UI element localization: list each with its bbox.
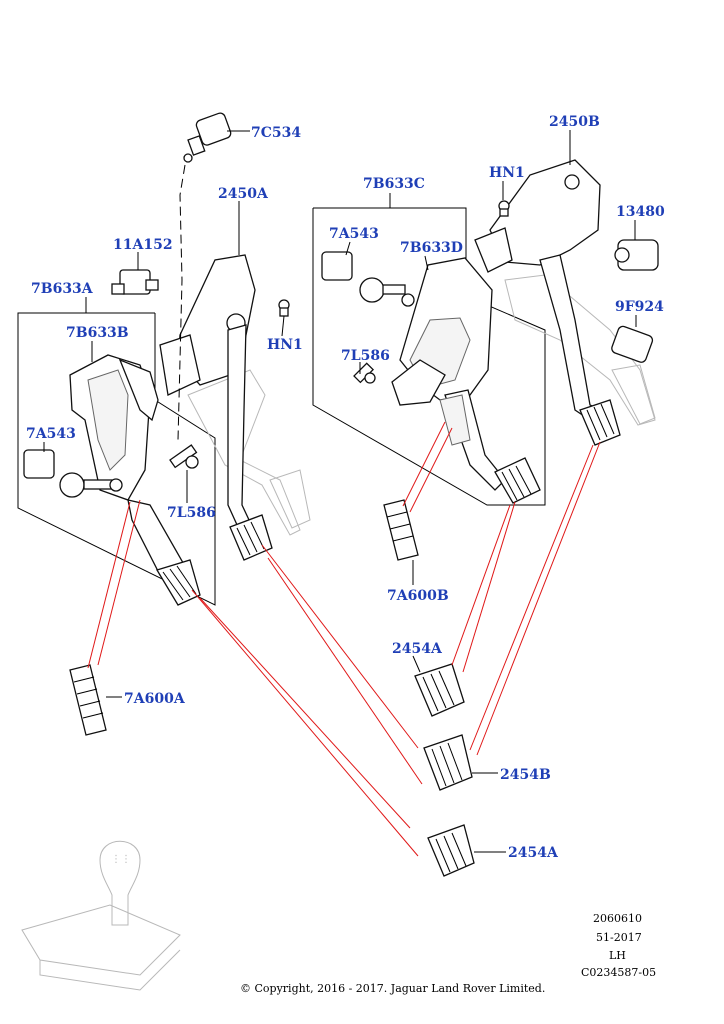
switch-9F924[interactable] (610, 325, 654, 364)
pad-on-middle-pedal[interactable] (494, 457, 541, 504)
callout-7L586-mid[interactable]: 7L586 (341, 348, 390, 364)
meta-line-1: 2060610 (593, 912, 642, 925)
switch-11A152[interactable] (111, 269, 159, 295)
drawing-meta: 2060610 51-2017 LH C0234587-05 (581, 912, 656, 979)
switch-7A543-left[interactable] (23, 449, 123, 498)
pad-2454A-bottom[interactable] (427, 824, 475, 877)
callout-2454A-bottom[interactable]: 2454A (508, 845, 559, 861)
pad-2454B[interactable] (423, 734, 473, 791)
callout-HN1-left[interactable]: HN1 (267, 337, 303, 353)
copyright-notice: © Copyright, 2016 - 2017. Jaguar Land Ro… (240, 982, 545, 995)
pad-2454A-top[interactable] (414, 663, 465, 717)
pedal-arm-2450B[interactable] (539, 254, 602, 421)
callout-2454A-top[interactable]: 2454A (392, 641, 443, 657)
callout-13480[interactable]: 13480 (616, 204, 665, 220)
pad-on-center-pedal[interactable] (229, 514, 273, 561)
sensor-route-7C534 (177, 164, 186, 441)
switch-7A543-mid[interactable] (321, 251, 415, 307)
callout-7A600B[interactable]: 7A600B (387, 588, 449, 604)
frame-7B633C (312, 207, 546, 506)
callout-2450B[interactable]: 2450B (549, 114, 600, 130)
bracket-7B633B[interactable] (69, 354, 159, 501)
ghost-pedal-right (504, 274, 656, 426)
callout-11A152[interactable]: 11A152 (113, 237, 173, 253)
callout-9F924[interactable]: 9F924 (615, 299, 664, 315)
pedal-arm-7B633C[interactable] (439, 389, 506, 491)
callout-7B633B[interactable]: 7B633B (66, 325, 129, 341)
sensor-7C534[interactable] (183, 112, 232, 163)
gear-knob-reference: ⋮⋮ (21, 840, 181, 991)
callout-7B633D[interactable]: 7B633D (400, 240, 463, 256)
meta-line-2: 51-2017 (596, 931, 642, 944)
leader-lines (43, 130, 637, 853)
callout-7A600A[interactable]: 7A600A (124, 691, 186, 707)
callout-2454B[interactable]: 2454B (500, 767, 551, 783)
pad-on-right-pedal[interactable] (579, 399, 621, 446)
ghost-pedal-left (187, 369, 311, 536)
red-reference-lines (87, 421, 601, 857)
sensor-13480[interactable] (614, 239, 659, 271)
callout-2450A[interactable]: 2450A (218, 186, 269, 202)
callout-7A543-mid[interactable]: 7A543 (329, 226, 379, 242)
bracket-2450B[interactable] (474, 159, 601, 273)
bracket-7B633D[interactable] (391, 257, 493, 406)
callout-7B633A[interactable]: 7B633A (31, 281, 94, 297)
pad-on-left-pedal[interactable] (156, 559, 201, 606)
pedal-arm-2450A[interactable] (227, 324, 251, 528)
callout-7B633C[interactable]: 7B633C (363, 176, 425, 192)
callout-7C534[interactable]: 7C534 (251, 125, 301, 141)
pin-7L586-left[interactable] (169, 444, 199, 469)
meta-line-3: LH (609, 949, 626, 962)
nut-HN1-right[interactable] (498, 200, 510, 217)
callout-7L586-left[interactable]: 7L586 (167, 505, 216, 521)
callout-7A543-left[interactable]: 7A543 (26, 426, 76, 442)
spring-7A600A[interactable] (69, 664, 107, 736)
nut-HN1-left[interactable] (278, 299, 290, 317)
pin-7L586-mid[interactable] (353, 362, 376, 384)
svg-text:⋮⋮: ⋮⋮ (111, 854, 131, 865)
callout-HN1-right[interactable]: HN1 (489, 165, 525, 181)
spring-7A600B[interactable] (383, 499, 419, 561)
meta-line-4: C0234587-05 (581, 966, 656, 979)
